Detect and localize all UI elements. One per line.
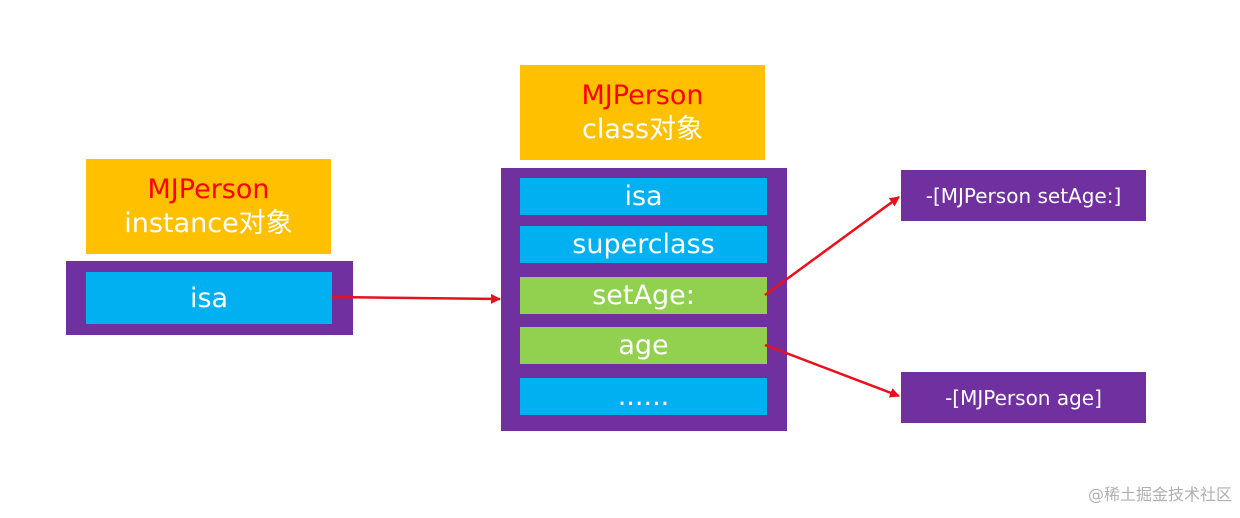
- instance-label-box: MJPerson instance对象: [86, 159, 331, 254]
- method-age-box: -[MJPerson age]: [901, 372, 1146, 423]
- class-setage-cell: setAge:: [520, 277, 767, 314]
- class-more-cell: ......: [520, 378, 767, 415]
- class-age-cell: age: [520, 327, 767, 364]
- age-method-arrow: [764, 343, 900, 398]
- class-subtitle: class对象: [581, 113, 704, 145]
- instance-object-box: isa: [66, 261, 353, 335]
- method-setage-box: -[MJPerson setAge:]: [901, 170, 1146, 221]
- instance-subtitle: instance对象: [124, 207, 293, 239]
- watermark-text: @稀土掘金技术社区: [1087, 485, 1232, 504]
- class-title: MJPerson: [581, 79, 704, 111]
- class-object-box: isa superclass setAge: age ......: [501, 168, 787, 431]
- class-superclass-cell: superclass: [520, 226, 767, 263]
- instance-title: MJPerson: [147, 173, 270, 205]
- class-label-box: MJPerson class对象: [520, 65, 765, 160]
- class-isa-cell: isa: [520, 178, 767, 215]
- instance-isa-cell: isa: [86, 272, 332, 324]
- instance-isa-arrow: [331, 293, 501, 304]
- setage-method-arrow: [764, 195, 900, 297]
